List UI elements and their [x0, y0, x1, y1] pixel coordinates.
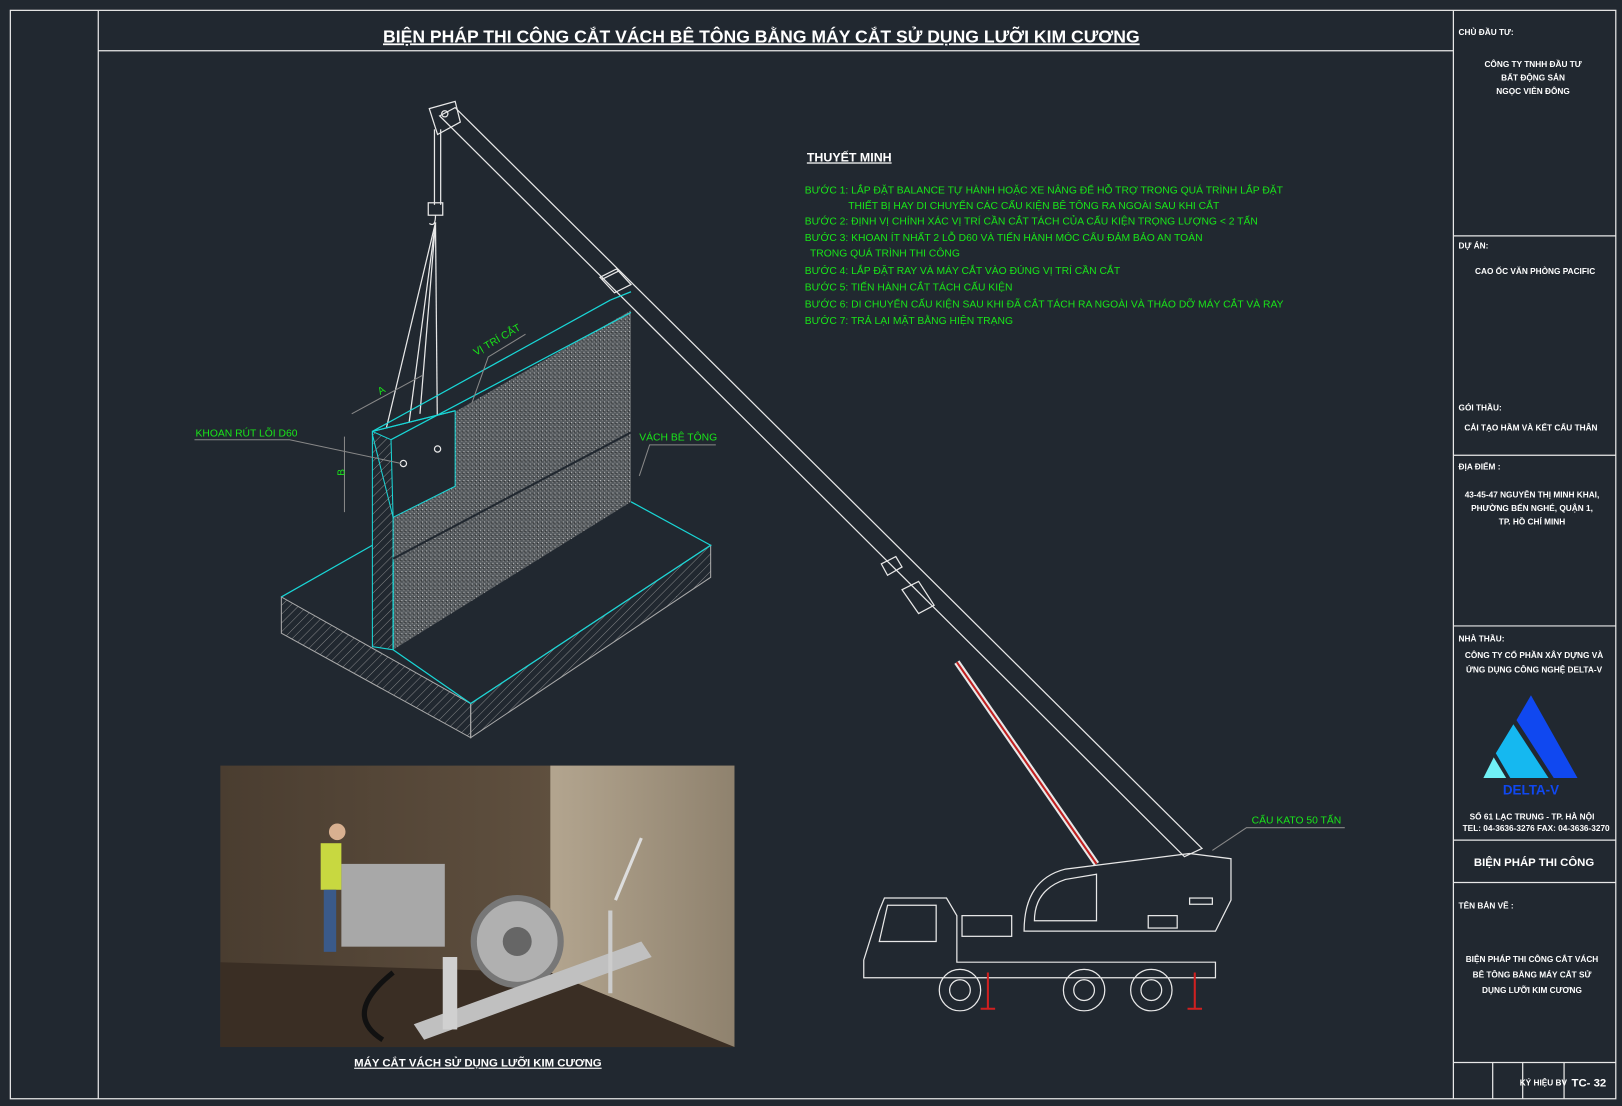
note-line: BƯỚC 3: KHOAN ÍT NHẤT 2 LỖ D60 VÀ TIẾN H…: [805, 231, 1203, 244]
machine-photo: [220, 765, 735, 1048]
project-label: DỰ ÁN:: [1459, 240, 1489, 250]
section-title: BIỆN PHÁP THI CÔNG: [1474, 856, 1594, 869]
note-line: BƯỚC 5: TIẾN HÀNH CẮT TÁCH CẤU KIỆN: [805, 281, 1013, 294]
sheet-name-line: BIỆN PHÁP THI CÔNG CẮT VÁCH: [1466, 953, 1599, 964]
sheet-code: TC- 32: [1572, 1077, 1607, 1089]
location-line: TP. HỒ CHÍ MINH: [1499, 516, 1565, 527]
location-line: 43-45-47 NGUYỄN THỊ MINH KHAI,: [1465, 489, 1600, 500]
note-line: BƯỚC 4: LẮP ĐẶT RAY VÀ MÁY CẮT VÀO ĐÚNG …: [805, 264, 1121, 277]
note-line: BƯỚC 2: ĐỊNH VỊ CHÍNH XÁC VỊ TRÍ CẦN CẮT…: [805, 215, 1258, 228]
sheet-code-label: KÝ HIỆU BV: [1520, 1076, 1568, 1087]
sheet-name-label: TÊN BẢN VẼ :: [1459, 899, 1514, 910]
delta-v-logo: DELTA-V: [1483, 695, 1578, 798]
note-line: BƯỚC 1: LẮP ĐẶT BALANCE TỰ HÀNH HOẶC XE …: [805, 183, 1284, 196]
sheet-name-line: DỤNG LƯỠI KIM CƯƠNG: [1482, 985, 1582, 995]
dim-b-label: B: [336, 469, 347, 476]
contractor-line: CÔNG TY CỔ PHẦN XÂY DỰNG VÀ: [1465, 649, 1603, 660]
note-line: THIẾT BỊ HAY DI CHUYỂN CÁC CẤU KIỆN BÊ T…: [848, 199, 1220, 212]
contractor-line: ỨNG DỤNG CÔNG NGHỆ DELTA-V: [1466, 663, 1603, 674]
owner-line: NGỌC VIỄN ĐÔNG: [1496, 85, 1569, 96]
project-name: CAO ỐC VĂN PHÒNG PACIFIC: [1475, 265, 1595, 276]
note-line: BƯỚC 6: DI CHUYỂN CẤU KIỆN SAU KHI ĐÃ CẮ…: [805, 297, 1284, 310]
owner-line: CÔNG TY TNHH ĐẦU TƯ: [1484, 58, 1581, 69]
package-label: GÓI THẦU:: [1459, 402, 1502, 413]
contractor-label: NHÀ THẦU:: [1459, 633, 1505, 643]
crane-boom: [384, 100, 1204, 866]
notes-heading: THUYẾT MINH: [807, 149, 892, 164]
contractor-address: SỐ 61 LẠC TRUNG - TP. HÀ NỘI: [1470, 810, 1595, 821]
owner-line: BẤT ĐỘNG SẢN: [1501, 72, 1565, 83]
owner-label: CHỦ ĐẦU TƯ:: [1459, 26, 1514, 37]
core-drill-label: KHOAN RÚT LÕI D60: [196, 427, 298, 440]
sheet-name-line: BÊ TÔNG BẰNG MÁY CẮT SỬ: [1473, 969, 1592, 980]
package-name: CẢI TẠO HẦM VÀ KẾT CẤU THÂN: [1464, 421, 1597, 432]
contractor-contact: TEL: 04-3636-3276 FAX: 04-3636-3270: [1463, 824, 1610, 833]
logo-text: DELTA-V: [1503, 783, 1559, 798]
drawing-title: BIỆN PHÁP THI CÔNG CẮT VÁCH BÊ TÔNG BẰNG…: [383, 25, 1140, 46]
wheels: [938, 968, 1173, 1012]
title-block: CHỦ ĐẦU TƯ: CÔNG TY TNHH ĐẦU TƯ BẤT ĐỘNG…: [1453, 26, 1616, 1099]
crane-label: CẨU KATO 50 TẤN: [1252, 814, 1342, 827]
sheet-frame: [9, 9, 1617, 1100]
note-line: BƯỚC 7: TRẢ LẠI MẶT BẰNG HIỆN TRẠNG: [805, 314, 1013, 327]
dim-a-label: A: [376, 385, 388, 398]
crane-truck: [863, 852, 1232, 1012]
concrete-wall-label: VÁCH BÊ TÔNG: [639, 431, 717, 444]
location-line: PHƯỜNG BẾN NGHÉ, QUẬN 1,: [1471, 502, 1593, 513]
wall-isometric: [194, 291, 716, 739]
location-label: ĐỊA ĐIỂM :: [1459, 461, 1501, 472]
notes: THUYẾT MINH BƯỚC 1: LẮP ĐẶT BALANCE TỰ H…: [805, 149, 1284, 326]
note-line: TRONG QUÁ TRÌNH THI CÔNG: [810, 247, 960, 260]
photo-caption: MÁY CẮT VÁCH SỬ DỤNG LƯỠI KIM CƯƠNG: [354, 1057, 602, 1070]
